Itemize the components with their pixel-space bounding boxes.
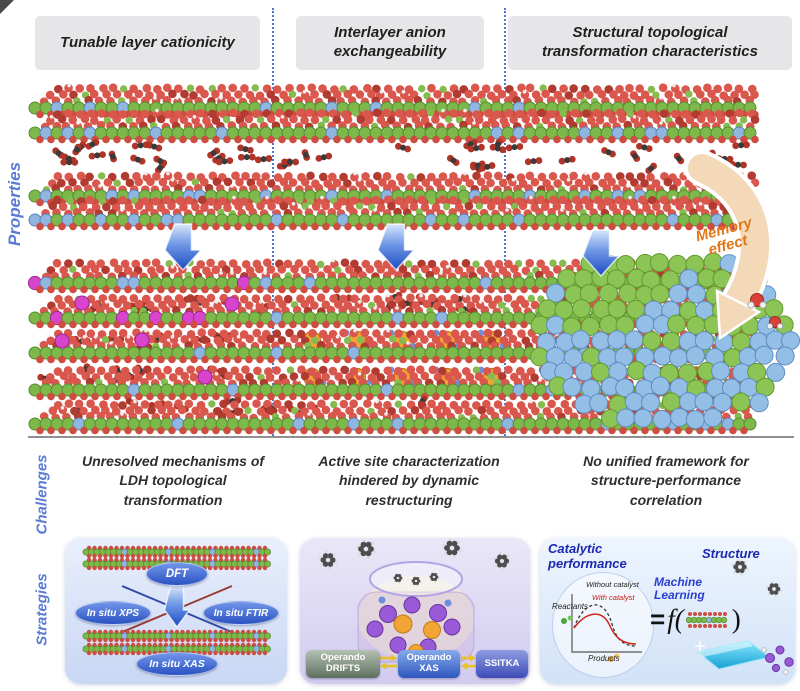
- structure-label: Structure: [702, 546, 760, 561]
- memory-effect-label: Memory effect: [693, 214, 754, 259]
- challenge-text-3: No unified framework for structure-perfo…: [583, 453, 749, 508]
- column-separator-2: [504, 8, 506, 436]
- challenge-text-2: Active site characterization hindered by…: [318, 453, 500, 508]
- header-tunable-cationicity: Tunable layer cationicity: [35, 16, 260, 70]
- equation-structure-icon: [685, 607, 730, 633]
- machine-learning-label: Machine Learning: [654, 575, 705, 603]
- dft-pill: DFT: [146, 562, 208, 586]
- header-anion-exchangeability: Interlayer anion exchangeability: [296, 16, 484, 70]
- corner-mark: [0, 0, 14, 14]
- with-catalyst-label: With catalyst: [592, 593, 635, 602]
- ssitka-tag: SSITKA: [476, 650, 528, 678]
- section-divider: [28, 436, 794, 438]
- structure-performance-equation: = f( ): [650, 604, 741, 635]
- insitu-xas-pill: In situ XAS: [136, 652, 218, 676]
- equation-equals: =: [650, 604, 666, 634]
- insitu-ftir-pill: In situ FTIR: [203, 601, 279, 625]
- without-catalyst-label: Without catalyst: [586, 580, 639, 589]
- challenges-label: Challenges: [33, 454, 51, 535]
- products-label: Products: [588, 654, 620, 663]
- reactants-label: Reactants: [552, 602, 589, 611]
- operando-xas-tag: Operando XAS: [398, 650, 460, 678]
- challenge-text-1: Unresolved mechanisms of LDH topological…: [81, 453, 265, 508]
- insitu-xps-pill: In situ XPS: [75, 601, 151, 625]
- catalytic-performance-label: Catalytic performance: [548, 541, 627, 571]
- strategies-label: Strategies: [33, 573, 51, 646]
- column-separator-1: [272, 8, 274, 436]
- equation-function: f(: [667, 604, 684, 634]
- header-topological-transformation: Structural topological transformation ch…: [508, 16, 792, 70]
- equation-close-paren: ): [731, 604, 741, 634]
- operando-drifts-tag: Operando DRIFTS: [306, 650, 380, 678]
- properties-label: Properties: [5, 161, 24, 247]
